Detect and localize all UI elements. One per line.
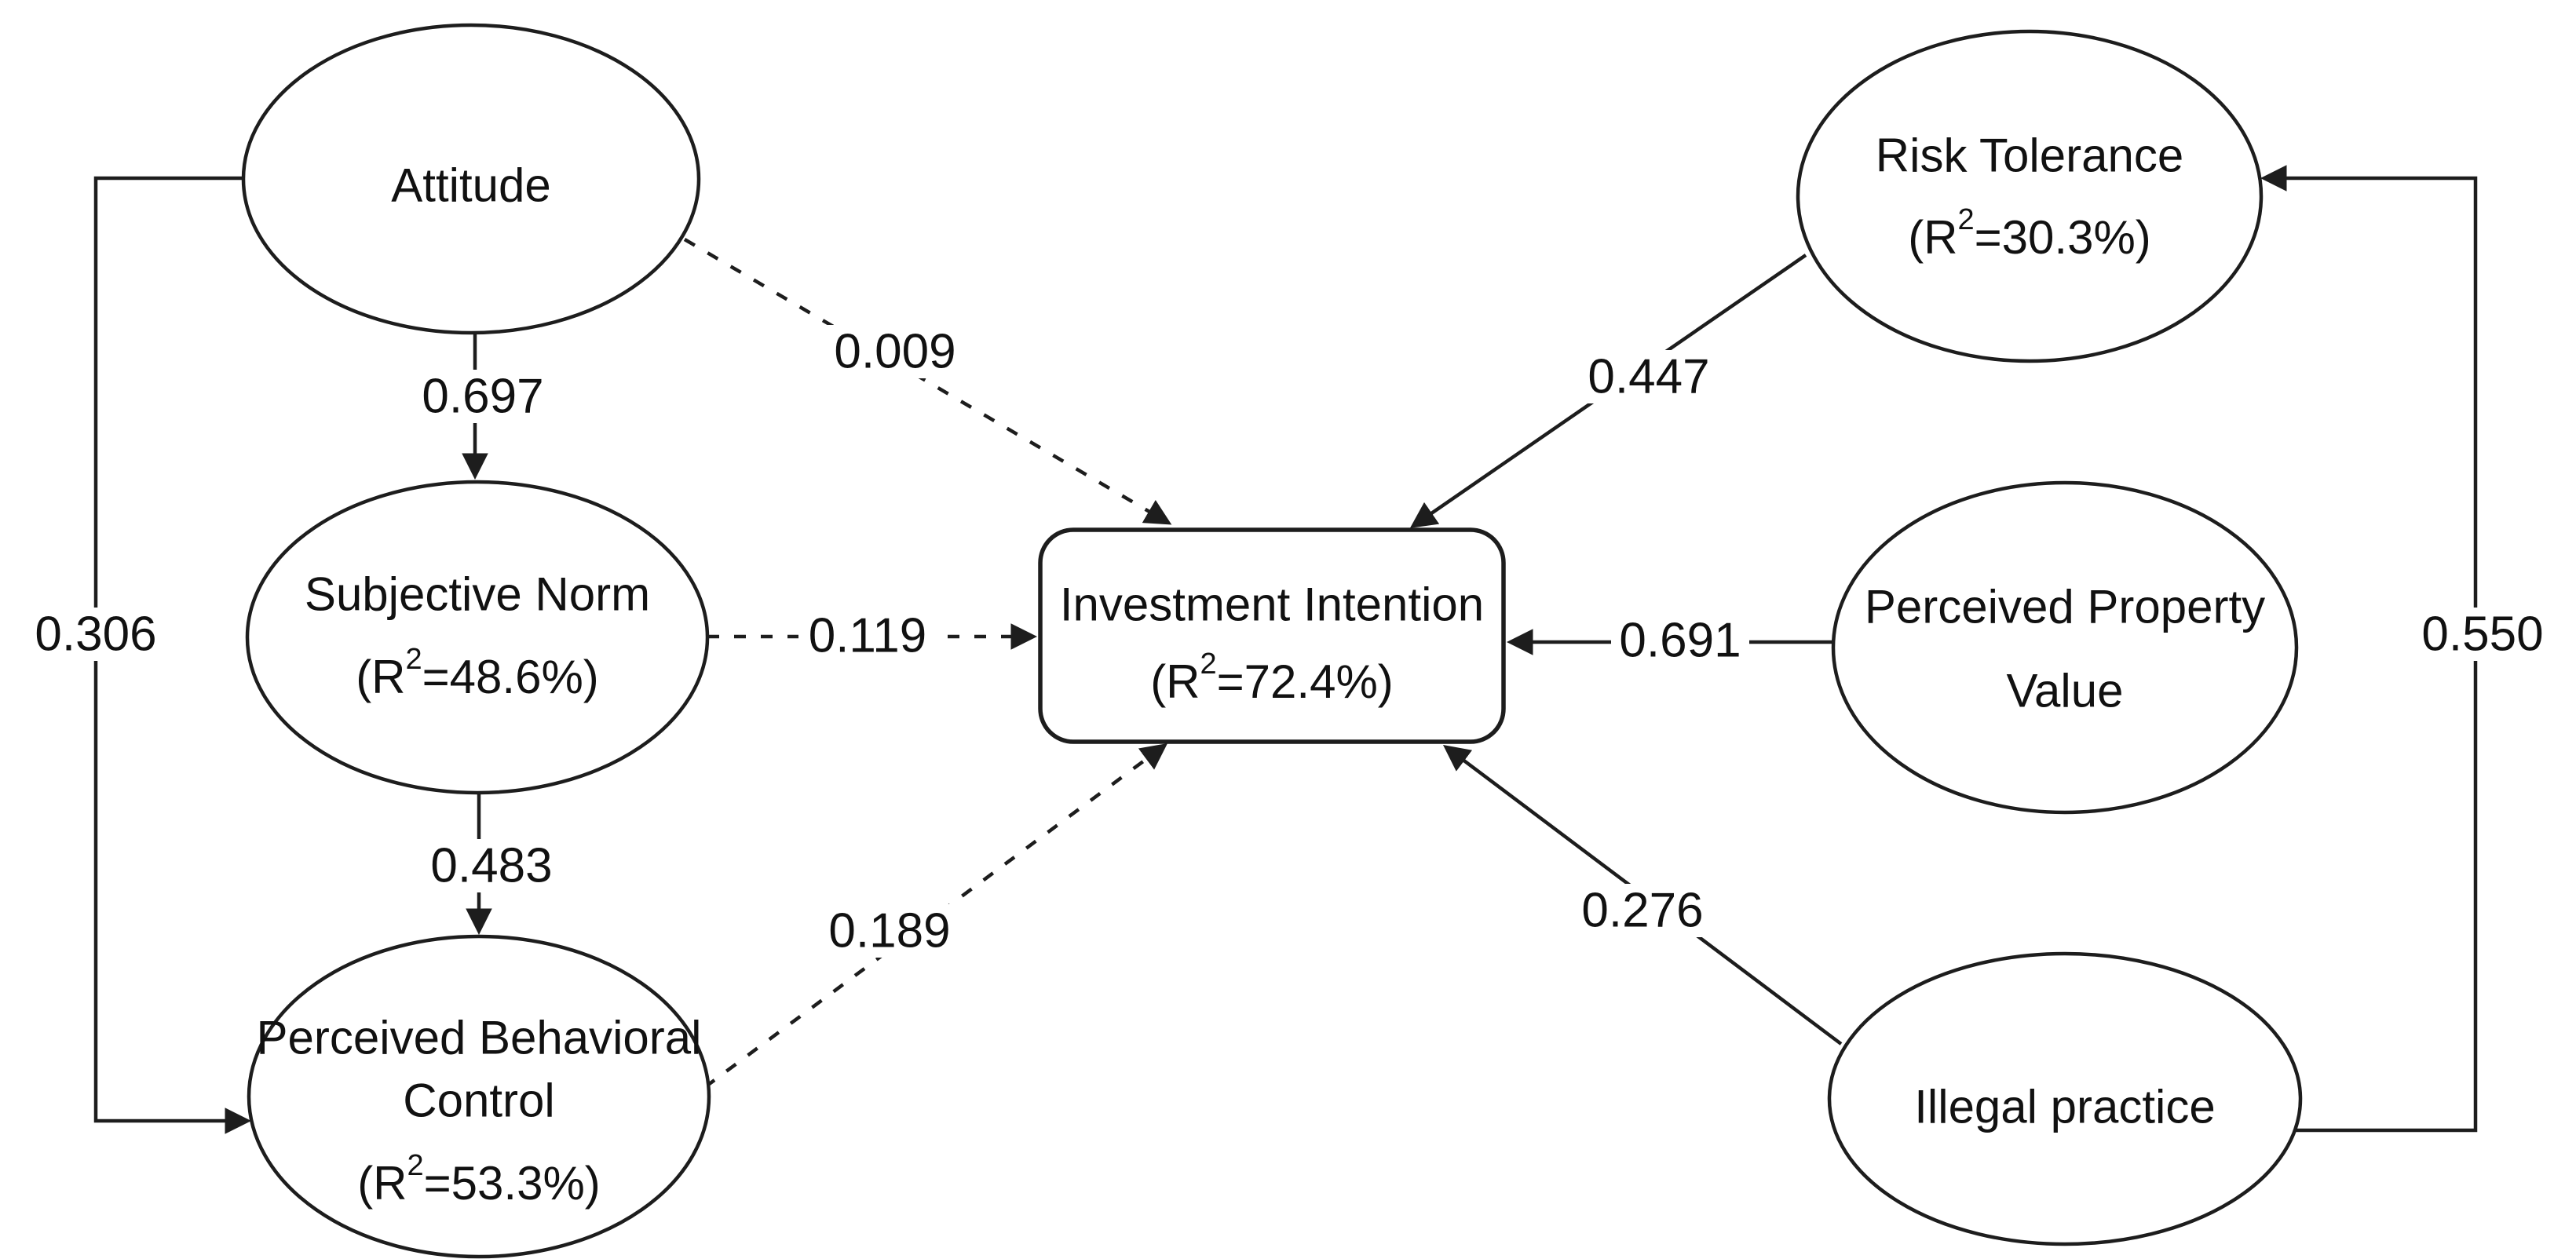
- edge-label-bg-perceived-behavioral-control-to-investment-intention: [820, 904, 959, 958]
- node-attitude: Attitude: [241, 23, 701, 335]
- edge-label-attitude-to-subjective-norm: 0.697: [422, 370, 543, 424]
- edge-label-perceived-behavioral-control-to-investment-intention: 0.189: [828, 904, 950, 958]
- node-investment-intention: Investment Intention (R2=72.4%): [1038, 527, 1506, 744]
- node-illegal-practice: Illegal practice: [1827, 951, 2303, 1246]
- edge-labels-layer: 0.697 0.306 0.009 0.119 0.483 0.189 0.447 0.691…: [27, 325, 2552, 958]
- edge-label-bg-attitude-to-subjective-norm: [414, 370, 552, 423]
- investment-intention-r2-label: (R2=72.4%): [1150, 648, 1394, 708]
- edge-label-risk-tolerance-to-investment-intention: 0.447: [1588, 350, 1709, 404]
- edge-label-bg-subjective-norm-to-investment-intention: [798, 609, 937, 662]
- risk-tolerance-label: Risk Tolerance: [1876, 130, 2183, 182]
- perceived-behavioral-control-label: Control: [403, 1075, 554, 1127]
- perceived-behavioral-control-r2-label: (R2=53.3%): [357, 1149, 601, 1210]
- edge-label-illegal-practice-to-risk-tolerance: 0.550: [2421, 608, 2543, 662]
- attitude-ellipse: [241, 23, 701, 335]
- edge-label-subjective-norm-to-perceived-behavioral-control: 0.483: [430, 839, 552, 893]
- perceived-property-value-label: Value: [2006, 665, 2123, 717]
- risk-tolerance-ellipse: [1796, 29, 2264, 363]
- edge-label-bg-attitude-to-investment-intention: [826, 325, 964, 378]
- edge-label-attitude-to-perceived-behavioral-control: 0.306: [35, 608, 156, 662]
- illegal-practice-ellipse: [1827, 951, 2303, 1246]
- edge-label-bg-perceived-property-value-to-investment-intention: [1611, 614, 1749, 667]
- edge-label-bg-attitude-to-perceived-behavioral-control: [27, 608, 165, 661]
- investment-intention-label: Investment Intention: [1060, 578, 1484, 631]
- subjective-norm-r2-label: (R2=48.6%): [356, 643, 599, 703]
- investment-intention-box: [1038, 527, 1506, 744]
- edge-label-attitude-to-investment-intention: 0.009: [834, 325, 955, 379]
- risk-tolerance-r2-label: (R2=30.3%): [1908, 203, 2151, 264]
- subjective-norm-ellipse: [245, 480, 710, 795]
- edge-label-bg-illegal-practice-to-risk-tolerance: [2413, 608, 2552, 661]
- edge-label-bg-subjective-norm-to-perceived-behavioral-control: [422, 839, 561, 892]
- perceived-behavioral-control-ellipse: [247, 934, 711, 1259]
- edge-attitude-to-investment-intention: [683, 238, 1172, 525]
- illegal-practice-label: Illegal practice: [1914, 1081, 2216, 1133]
- node-subjective-norm: Subjective Norm (R2=48.6%): [245, 480, 710, 795]
- perceived-behavioral-control-label: Perceived Behavioral: [257, 1012, 702, 1064]
- perceived-property-value-label: Perceived Property: [1865, 581, 2265, 633]
- edge-label-illegal-practice-to-investment-intention: 0.276: [1581, 884, 1703, 938]
- perceived-property-value-ellipse: [1831, 480, 2299, 815]
- edge-label-bg-risk-tolerance-to-investment-intention: [1580, 350, 1718, 403]
- subjective-norm-label: Subjective Norm: [305, 568, 650, 621]
- edge-label-perceived-property-value-to-investment-intention: 0.691: [1619, 614, 1741, 668]
- node-risk-tolerance: Risk Tolerance (R2=30.3%): [1796, 29, 2264, 363]
- edge-label-bg-illegal-practice-to-investment-intention: [1573, 884, 1712, 937]
- attitude-label: Attitude: [391, 159, 550, 212]
- edge-label-subjective-norm-to-investment-intention: 0.119: [809, 609, 927, 663]
